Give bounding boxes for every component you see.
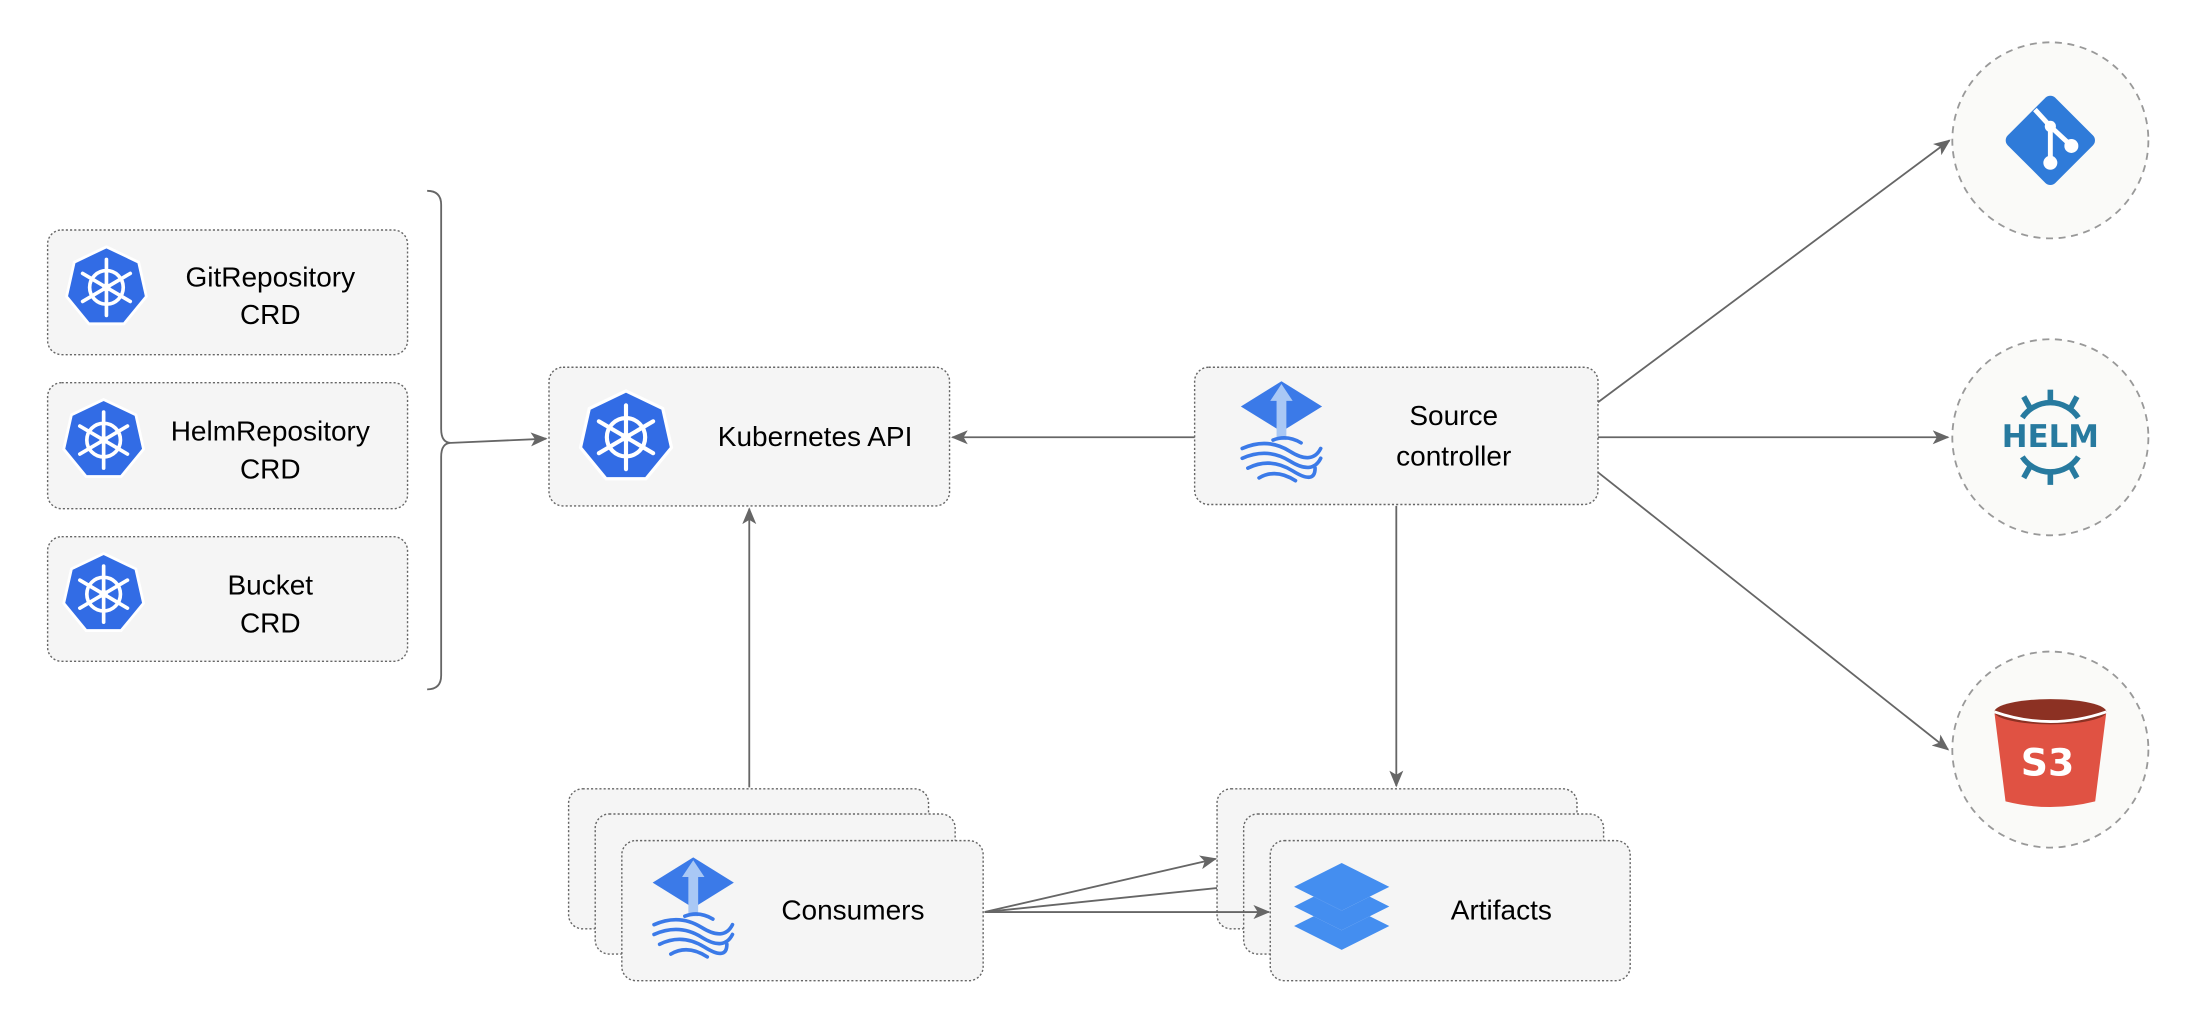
helm-icon (2020, 389, 2081, 485)
source-controller-label: Source (1409, 400, 1498, 431)
kubernetes-api-label: Kubernetes API (718, 421, 913, 452)
crd-group-brace (427, 189, 452, 691)
edge-consumers-to-artifacts (984, 855, 1218, 913)
helm-logo-text: HELM (2002, 419, 2099, 455)
source-controller-sublabel: controller (1396, 441, 1511, 472)
crd-bucket: Bucket CRD (46, 536, 409, 663)
crd-sublabel: CRD (240, 607, 301, 638)
source-controller-node: Source controller (1193, 366, 1599, 506)
edge-consumers-to-artifacts (984, 880, 1244, 913)
s3-bucket-icon (1993, 699, 2107, 808)
crd-sublabel: CRD (240, 299, 301, 330)
kubernetes-api-node: Kubernetes API (548, 366, 951, 507)
s3-source: S3 (1951, 650, 2150, 849)
crd-sublabel: CRD (240, 453, 301, 484)
crd-label: HelmRepository (171, 415, 370, 446)
crd-label: GitRepository (185, 261, 355, 292)
helm-source: HELM (1951, 338, 2150, 537)
crd-label: Bucket (227, 570, 313, 601)
artifacts-node: Artifacts (1216, 788, 1631, 982)
edge-controller-to-s3 (1597, 471, 1950, 751)
consumers-node: Consumers (567, 788, 984, 982)
crd-gitrepository: GitRepository CRD (46, 229, 409, 356)
crd-helmrepository: HelmRepository CRD (46, 381, 409, 510)
artifacts-label: Artifacts (1451, 894, 1552, 925)
git-icon (2005, 95, 2095, 185)
edge-controller-to-git (1597, 139, 1951, 403)
git-source (1951, 41, 2150, 240)
edge-crds-to-api (450, 432, 548, 447)
s3-logo-text: S3 (2021, 740, 2075, 784)
consumers-label: Consumers (781, 894, 924, 925)
